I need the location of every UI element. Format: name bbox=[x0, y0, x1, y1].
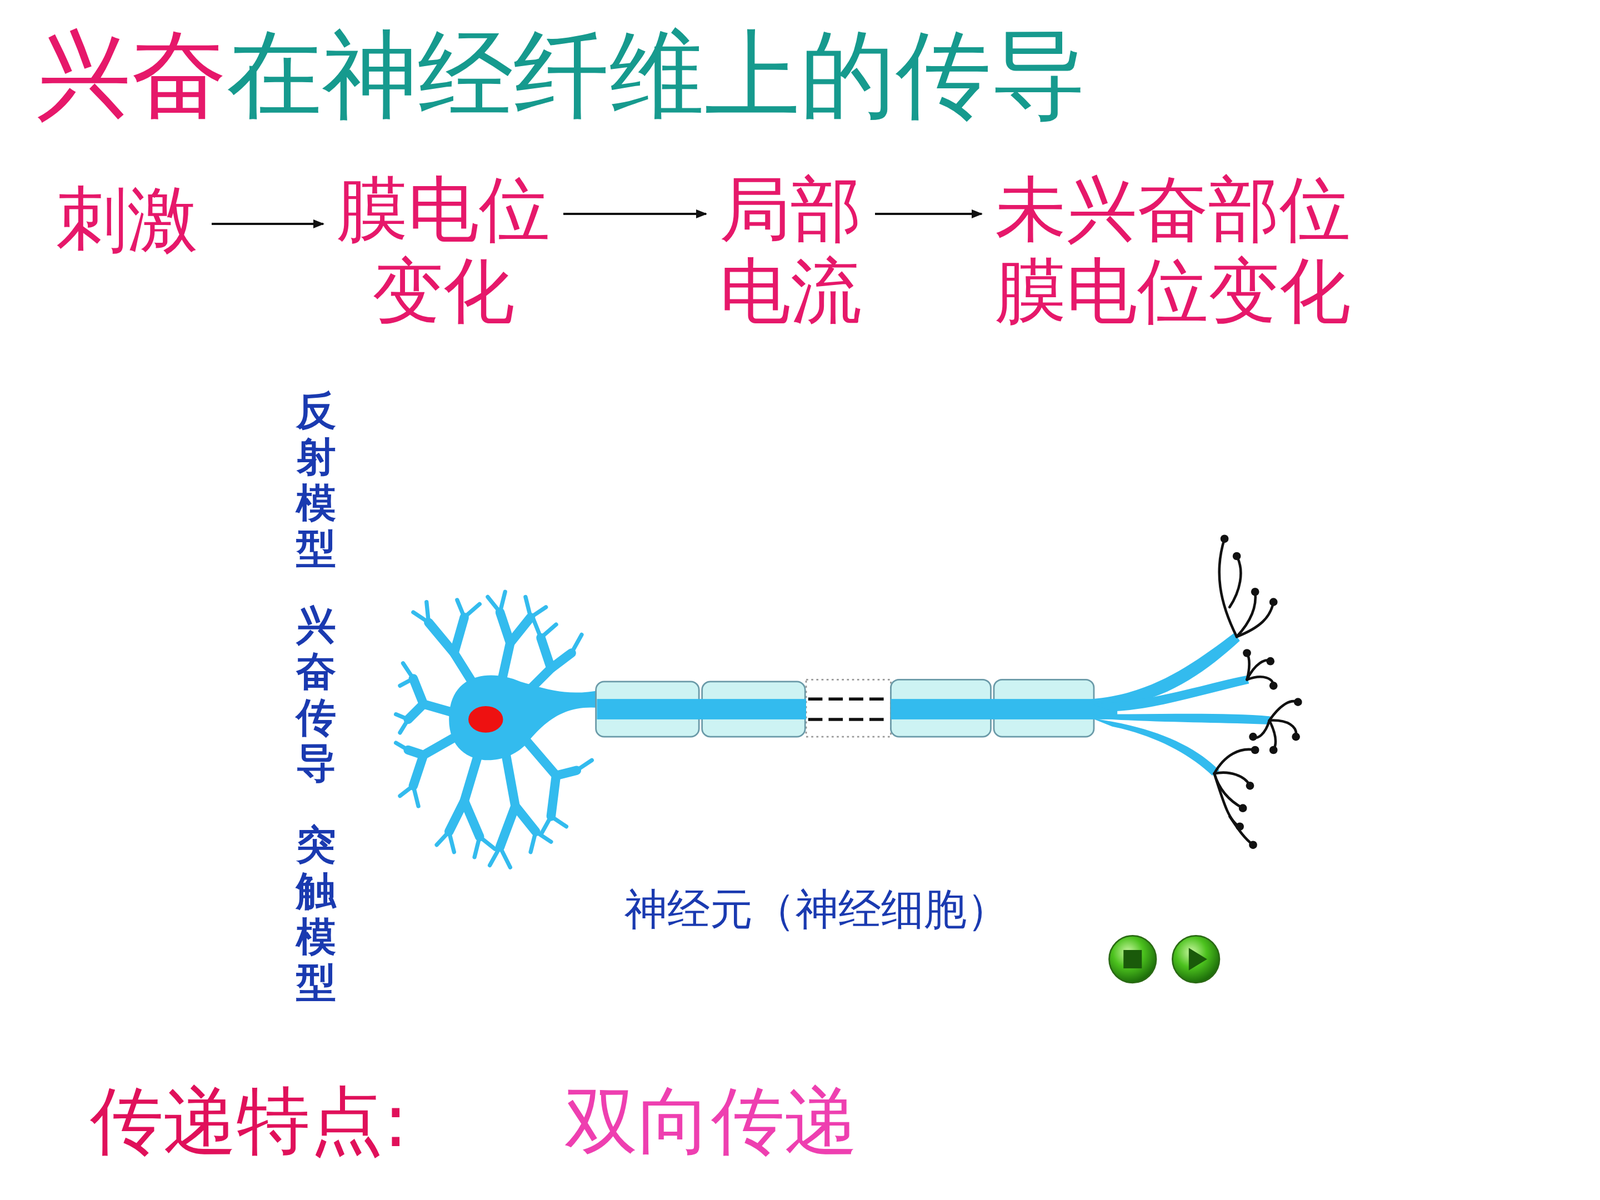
figure-caption: 神经元（神经细胞） bbox=[624, 886, 1010, 934]
step-text: 膜电位变化 bbox=[336, 168, 550, 332]
feature-heading: 传递特点: bbox=[90, 1080, 408, 1162]
gap-outline bbox=[806, 679, 891, 737]
terminal-knobs bbox=[1220, 534, 1303, 849]
slide-title: 兴奋在神经纤维上的传导 bbox=[35, 22, 1087, 128]
cell-body bbox=[448, 675, 603, 760]
nucleus bbox=[468, 706, 503, 733]
flow-step: 膜电位变化 bbox=[336, 168, 550, 332]
control-buttons bbox=[1109, 935, 1220, 983]
flow-step: 刺激 bbox=[56, 178, 199, 260]
step-text: 局部电流 bbox=[719, 168, 862, 332]
axon-terminals bbox=[1091, 632, 1270, 776]
step-text: 未兴奋部位膜电位变化 bbox=[995, 168, 1351, 332]
flow-arrow bbox=[875, 212, 982, 215]
menu-column: 反射模型 bbox=[296, 387, 337, 572]
axon-gap-dashes bbox=[808, 698, 890, 720]
menu-column: 兴奋传导 bbox=[296, 602, 337, 787]
flow-step: 局部电流 bbox=[719, 168, 862, 332]
flow-step: 未兴奋部位膜电位变化 bbox=[995, 168, 1351, 332]
menu-column: 突触模型 bbox=[296, 821, 337, 1006]
flow-arrow bbox=[211, 222, 324, 225]
step-text: 刺激 bbox=[56, 178, 199, 260]
dendrites bbox=[396, 591, 593, 868]
feature-value: 双向传递 bbox=[564, 1080, 858, 1162]
flow-arrow bbox=[563, 212, 707, 215]
terminal-twigs bbox=[1214, 538, 1299, 845]
axon bbox=[596, 698, 1118, 720]
